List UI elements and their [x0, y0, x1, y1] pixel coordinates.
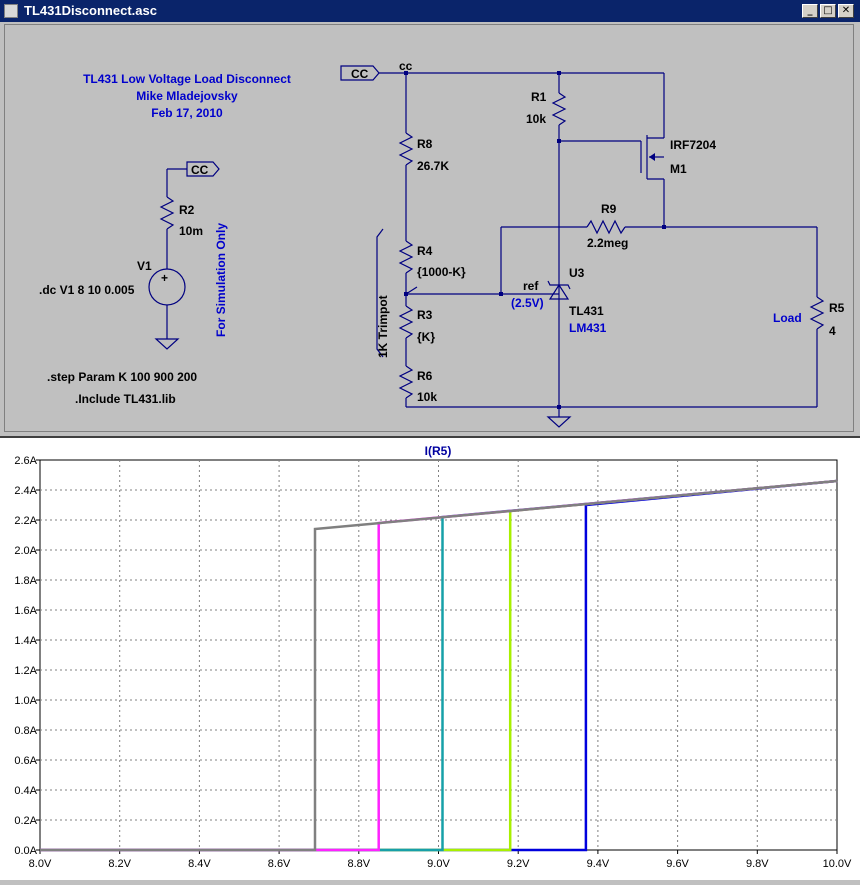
waveform-pane[interactable]: 0.0A 0.2A 0.4A 0.6A 0.8A 1.0A 1.2A 1.4A 1.6A 1.8A…: [0, 436, 860, 880]
window-title: TL431Disconnect.asc: [24, 3, 157, 18]
r8-name: R8: [417, 137, 433, 151]
schematic-pane[interactable]: CC cc CC R1 10k R2 10m R8 26.7K R4 {1000…: [4, 24, 854, 432]
x-tick-label: 8.6V: [268, 858, 291, 870]
r5-name: R5: [829, 301, 845, 315]
x-tick-label: 9.2V: [507, 858, 530, 870]
close-button[interactable]: ✕: [838, 4, 854, 18]
maximize-button[interactable]: □: [820, 4, 836, 18]
y-tick-label: 0.8A: [14, 725, 37, 737]
window-titlebar[interactable]: TL431Disconnect.asc _ □ ✕: [0, 0, 860, 22]
y-tick-label: 0.4A: [14, 785, 37, 797]
minimize-button[interactable]: _: [802, 4, 818, 18]
y-tick-label: 1.6A: [14, 605, 37, 617]
r5-value: 4: [829, 324, 836, 338]
y-tick-label: 1.0A: [14, 695, 37, 707]
x-axis-ticks: 8.0V 8.2V 8.4V 8.6V 8.8V 9.0V 9.2V 9.4V 9.6V 9.8V…: [29, 850, 852, 870]
y-tick-label: 0.0A: [14, 845, 37, 857]
y-axis-ticks: 0.0A 0.2A 0.4A 0.6A 0.8A 1.0A 1.2A 1.4A 1.6A 1.8A…: [14, 455, 40, 857]
ref-voltage-label: (2.5V): [511, 296, 544, 310]
m1-name: M1: [670, 162, 687, 176]
y-tick-label: 2.6A: [14, 455, 37, 467]
schematic-header-line-3: Feb 17, 2010: [151, 106, 223, 120]
v1-name: V1: [137, 259, 152, 273]
step-command: .step Param K 100 900 200: [47, 370, 197, 384]
cc-net-label: cc: [399, 59, 413, 73]
r4-value: {1000-K}: [417, 265, 466, 279]
r1-name: R1: [531, 90, 547, 104]
schematic-header-line-2: Mike Mladejovsky: [136, 89, 238, 103]
r4-name: R4: [417, 244, 433, 258]
y-tick-label: 2.4A: [14, 485, 37, 497]
x-tick-label: 9.8V: [746, 858, 769, 870]
x-tick-label: 8.8V: [347, 858, 370, 870]
y-tick-label: 0.2A: [14, 815, 37, 827]
dc-command: .dc V1 8 10 0.005: [39, 283, 135, 297]
trace-step-5[interactable]: [40, 479, 838, 852]
x-tick-label: 9.6V: [666, 858, 689, 870]
y-tick-label: 1.4A: [14, 635, 37, 647]
r8-value: 26.7K: [417, 159, 449, 173]
r2-value: 10m: [179, 224, 203, 238]
u3-alt-part: LM431: [569, 321, 607, 335]
schematic-canvas[interactable]: CC cc CC R1 10k R2 10m R8 26.7K R4 {1000…: [5, 25, 855, 433]
x-tick-label: 9.0V: [427, 858, 450, 870]
u3-part: TL431: [569, 304, 604, 318]
y-tick-label: 2.2A: [14, 515, 37, 527]
r1-value: 10k: [526, 112, 546, 126]
include-command: .Include TL431.lib: [75, 392, 176, 406]
r6-value: 10k: [417, 390, 437, 404]
x-tick-label: 8.0V: [29, 858, 52, 870]
x-tick-label: 8.2V: [108, 858, 131, 870]
traces: [40, 479, 838, 852]
r2-name: R2: [179, 203, 195, 217]
cc-port-small-label: CC: [191, 163, 209, 177]
x-tick-label: 8.4V: [188, 858, 211, 870]
waveform-plot[interactable]: 0.0A 0.2A 0.4A 0.6A 0.8A 1.0A 1.2A 1.4A 1.6A 1.8A…: [0, 438, 856, 880]
u3-name: U3: [569, 266, 585, 280]
y-tick-label: 1.8A: [14, 575, 37, 587]
ref-label: ref: [523, 279, 539, 293]
plot-title[interactable]: I(R5): [425, 444, 452, 458]
r9-value: 2.2meg: [587, 236, 628, 250]
trimpot-label: 1K Trimpot: [376, 295, 390, 358]
v1-plus: +: [161, 271, 168, 285]
r9-name: R9: [601, 202, 617, 216]
x-tick-label: 10.0V: [823, 858, 852, 870]
plot-grid: [40, 460, 837, 850]
sim-only-label: For Simulation Only: [214, 223, 228, 337]
r6-name: R6: [417, 369, 433, 383]
x-tick-label: 9.4V: [587, 858, 610, 870]
r3-value: {K}: [417, 330, 435, 344]
load-label: Load: [773, 311, 802, 325]
app-icon[interactable]: [4, 4, 18, 18]
cc-port-label: CC: [351, 67, 369, 81]
schematic-header-line-1: TL431 Low Voltage Load Disconnect: [83, 72, 291, 86]
y-tick-label: 2.0A: [14, 545, 37, 557]
r3-name: R3: [417, 308, 433, 322]
m1-part: IRF7204: [670, 138, 716, 152]
y-tick-label: 0.6A: [14, 755, 37, 767]
y-tick-label: 1.2A: [14, 665, 37, 677]
